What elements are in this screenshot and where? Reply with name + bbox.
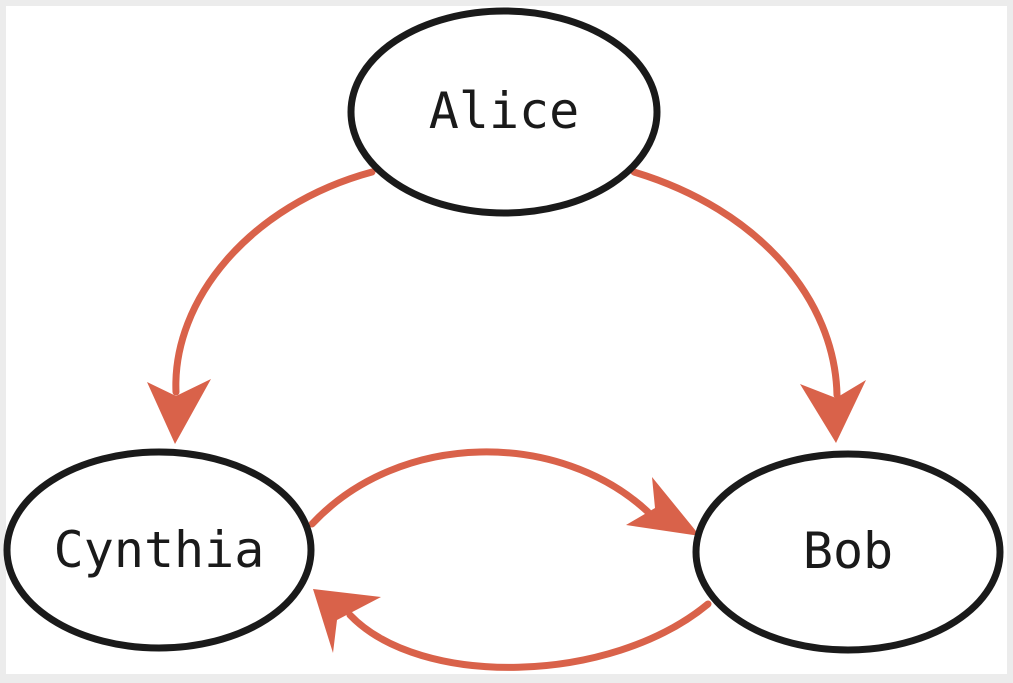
node-cynthia-label: Cynthia — [54, 521, 265, 579]
edge-cynthia-to-bob — [308, 448, 652, 528]
edge-bob-to-cynthia — [346, 600, 712, 671]
node-alice: Alice — [347, 7, 661, 217]
node-alice-ellipse — [347, 7, 661, 217]
arrowhead-cynthia-right — [313, 589, 381, 653]
arrowhead-bob-left — [626, 477, 700, 536]
edge-alice-to-bob — [630, 168, 841, 399]
edge-alice-to-cynthia — [172, 168, 376, 396]
node-bob-label: Bob — [803, 522, 893, 580]
arrowheads — [147, 379, 866, 653]
node-bob-ellipse — [692, 450, 1004, 654]
arrowhead-cynthia-top — [147, 379, 211, 444]
node-cynthia-ellipse — [3, 448, 315, 652]
arrowhead-bob-top — [800, 380, 866, 443]
edges — [172, 168, 841, 671]
node-alice-label: Alice — [429, 82, 580, 140]
node-cynthia: Cynthia — [3, 448, 315, 652]
node-bob: Bob — [692, 450, 1004, 654]
